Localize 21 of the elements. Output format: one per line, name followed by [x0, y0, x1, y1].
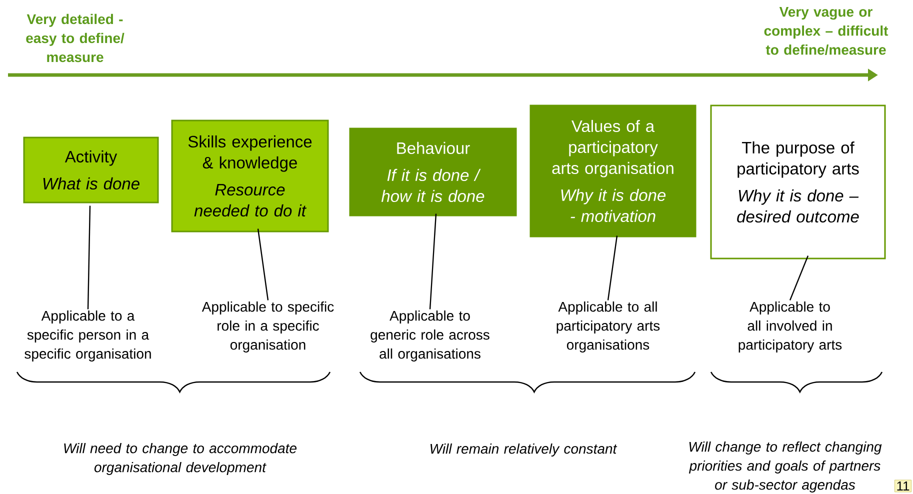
scale-end-label: Very vague or complex – difficult to define/measure — [764, 7, 888, 55]
concept-box: Values of a participatory arts organisation Why it is done - motivation — [530, 104, 696, 238]
leader-line — [789, 256, 809, 300]
group-caption: Will remain relatively constant — [430, 443, 618, 456]
group-caption: Will change to reflect changing priorities and goals of partners or sub-sector agendas — [688, 441, 882, 492]
concept-box: Behaviour If it is done / how it is done — [349, 128, 517, 216]
leader-line — [429, 214, 437, 310]
leader-line — [607, 236, 618, 300]
concept-box: The purpose of participatory arts Why it is done – desired outcome — [710, 104, 886, 260]
page-number: 11 — [894, 480, 912, 492]
concept-box: Skills experience & knowledge Resource needed to do it — [171, 120, 329, 232]
applicability-text: Applicable to all participatory arts organisations — [556, 301, 660, 352]
leader-line — [257, 228, 269, 300]
concept-box: Activity What is done — [23, 136, 159, 204]
applicability-text: Applicable to a specific person in a specific organisation — [24, 310, 151, 362]
group-caption: Will need to change to accommodate organisational development — [64, 442, 296, 475]
scale-end-label: Very detailed - easy to define/ measure — [26, 14, 124, 62]
applicability-text: Applicable to all involved in participatory arts — [738, 301, 842, 352]
applicability-text: Applicable to specific role in a specific organisation — [202, 301, 334, 352]
leader-line — [87, 206, 91, 310]
applicability-text: Applicable to generic role across all organisations — [370, 310, 490, 362]
